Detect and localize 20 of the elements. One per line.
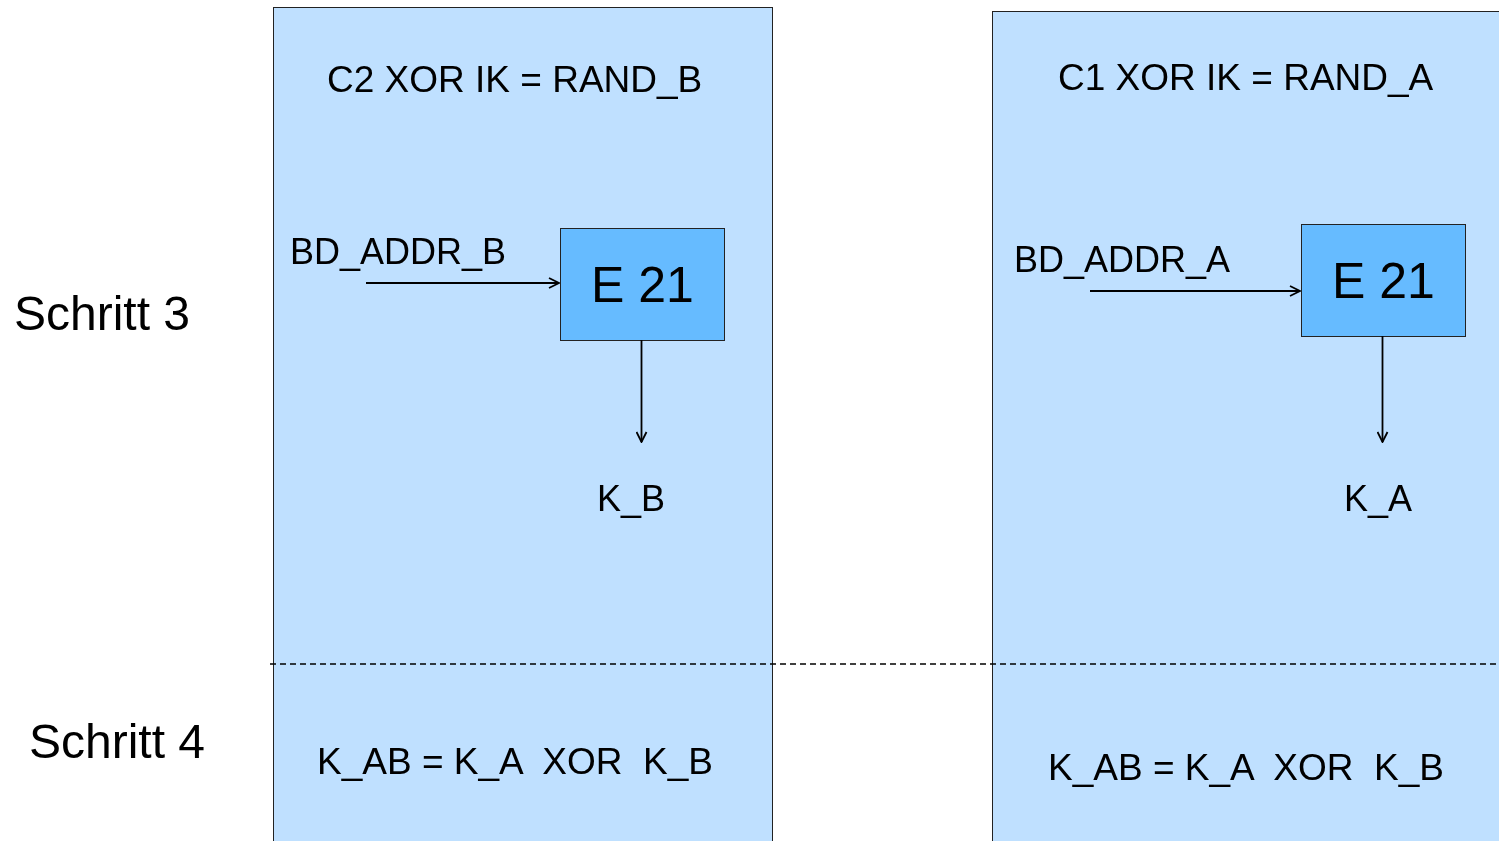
variable-label: K_A <box>1344 478 1434 520</box>
equation-text: K_AB = K_A XOR K_B <box>1048 749 1444 786</box>
process-box <box>1301 224 1466 337</box>
equation-text: K_AB = K_A XOR K_B <box>317 743 713 780</box>
arrow <box>635 339 648 443</box>
panel <box>273 7 773 841</box>
process-box <box>560 228 725 341</box>
arrow <box>365 277 560 289</box>
equation-heading: C1 XOR IK = RAND_A <box>1058 59 1434 96</box>
variable-label: BD_ADDR_B <box>290 231 540 273</box>
box-label: E 21 <box>591 255 694 314</box>
box-label: E 21 <box>1332 251 1435 310</box>
arrow <box>1089 285 1301 297</box>
variable-label: K_B <box>597 478 687 520</box>
arrow <box>1376 335 1389 443</box>
variable-label: BD_ADDR_A <box>1014 239 1264 281</box>
step-label: Schritt 4 <box>29 718 206 766</box>
step-label: Schritt 3 <box>14 290 191 338</box>
panel <box>992 11 1499 841</box>
equation-heading: C2 XOR IK = RAND_B <box>327 61 703 98</box>
